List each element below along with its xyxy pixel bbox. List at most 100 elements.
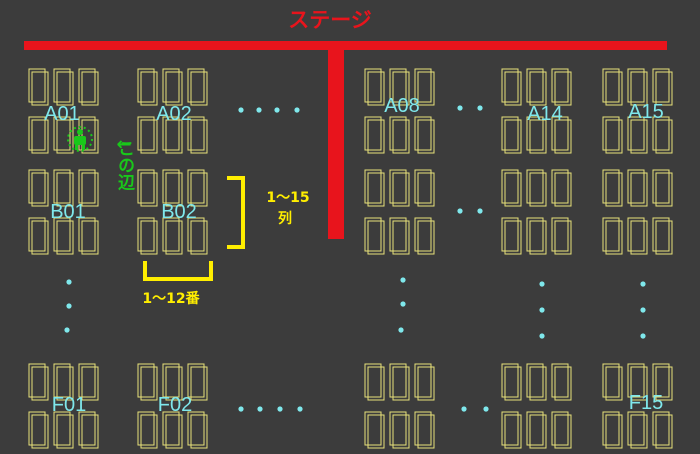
seat-block-f-1 <box>28 363 99 449</box>
seat <box>526 116 547 154</box>
seat <box>137 363 158 401</box>
seat <box>602 363 623 401</box>
ellipsis-dot <box>483 406 489 412</box>
seat <box>53 363 74 401</box>
block-label-a14: A14 <box>527 103 563 125</box>
seat <box>627 116 648 154</box>
seat <box>364 116 385 154</box>
ellipsis-dot <box>461 406 467 412</box>
seat <box>551 169 572 207</box>
seat <box>187 363 208 401</box>
seat <box>364 411 385 449</box>
seat-grid <box>28 68 673 449</box>
seat <box>652 217 673 255</box>
seat <box>53 411 74 449</box>
ellipsis-dot <box>477 208 483 214</box>
block-label-a08: A08 <box>384 95 420 117</box>
seat <box>162 217 183 255</box>
here-arrow: ← <box>116 134 131 155</box>
seat-block-a-4 <box>501 68 572 154</box>
seat <box>187 217 208 255</box>
seat <box>551 68 572 106</box>
block-label-f01: F01 <box>52 394 86 416</box>
block-label-b02: B02 <box>161 201 197 223</box>
seat <box>162 116 183 154</box>
seat <box>627 363 648 401</box>
seat <box>389 411 410 449</box>
seat-block-f-5 <box>602 363 673 449</box>
seat-block-b-5 <box>602 169 673 255</box>
seat <box>137 116 158 154</box>
seat <box>364 217 385 255</box>
seat <box>187 411 208 449</box>
ellipsis-dot <box>539 281 545 287</box>
block-label-a02: A02 <box>156 103 192 125</box>
ellipsis-dot <box>457 105 463 111</box>
seat <box>28 363 49 401</box>
ellipsis-dot <box>294 107 300 113</box>
seat <box>78 169 99 207</box>
seat-block-f-3 <box>364 363 435 449</box>
seat-block-a-5 <box>602 68 673 154</box>
seat-block-b-3 <box>364 169 435 255</box>
ellipsis-dot <box>400 277 406 283</box>
ellipsis-dot <box>238 406 244 412</box>
seat <box>414 68 435 106</box>
ellipsis-dot <box>539 333 545 339</box>
seat <box>501 363 522 401</box>
seat <box>627 411 648 449</box>
seat-block-a-3 <box>364 68 435 154</box>
seat <box>602 116 623 154</box>
seat <box>414 411 435 449</box>
seat <box>162 68 183 106</box>
ellipsis-dot <box>457 208 463 214</box>
ellipsis-dot <box>400 301 406 307</box>
seat <box>53 116 74 154</box>
seat <box>627 169 648 207</box>
seat <box>389 68 410 106</box>
ellipsis-dot <box>66 303 72 309</box>
seat <box>53 217 74 255</box>
rows-unit-label: 列 <box>278 210 292 227</box>
seat <box>652 411 673 449</box>
seat <box>652 116 673 154</box>
seat-block-f-4 <box>501 363 572 449</box>
seat <box>28 68 49 106</box>
seat <box>414 116 435 154</box>
seat <box>551 116 572 154</box>
seat <box>602 411 623 449</box>
ellipsis-dot <box>640 281 646 287</box>
seat <box>187 169 208 207</box>
here-caption: この辺 <box>114 140 135 191</box>
seat <box>137 169 158 207</box>
seat <box>414 169 435 207</box>
seat <box>53 169 74 207</box>
seat <box>414 217 435 255</box>
seat-block-b-4 <box>501 169 572 255</box>
seats-bracket <box>143 261 213 281</box>
seat <box>187 116 208 154</box>
ellipsis-dot <box>297 406 303 412</box>
block-label-f15: F15 <box>629 392 663 414</box>
seat <box>28 411 49 449</box>
seat-block-b-2 <box>137 169 208 255</box>
seat <box>627 68 648 106</box>
seat <box>652 68 673 106</box>
seat <box>602 68 623 106</box>
stage-label: ステージ <box>288 8 372 32</box>
seat <box>526 411 547 449</box>
seat <box>389 116 410 154</box>
seat <box>137 411 158 449</box>
seat <box>28 217 49 255</box>
seat <box>501 169 522 207</box>
ellipsis-dots <box>64 105 646 412</box>
seat <box>627 217 648 255</box>
ellipsis-dot <box>256 107 262 113</box>
ellipsis-dot <box>66 279 72 285</box>
block-label-a15: A15 <box>628 101 664 123</box>
block-label-a01: A01 <box>44 103 80 125</box>
seat <box>78 363 99 401</box>
seats-range-label: 1～12番 <box>142 290 200 307</box>
seat <box>78 68 99 106</box>
